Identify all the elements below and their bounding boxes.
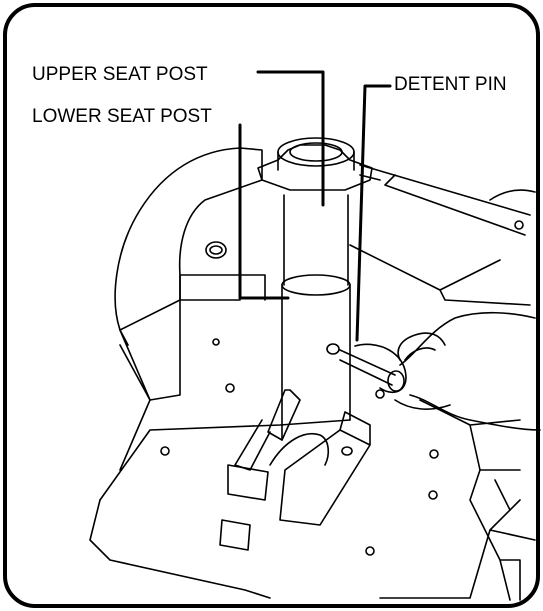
mounting-hole <box>160 446 170 456</box>
leader-detent-pin <box>355 84 392 342</box>
mounting-hole <box>212 338 220 346</box>
upper-seat-post <box>283 194 349 286</box>
latch-base-block <box>279 411 371 526</box>
detent-pin <box>339 349 396 386</box>
latch-small-block <box>219 519 251 551</box>
mounting-hole <box>514 220 524 230</box>
gloved-hand <box>394 311 541 431</box>
diagram-frame <box>3 3 540 608</box>
latch-assembly <box>267 389 301 441</box>
seat-post-flange <box>257 144 373 191</box>
lower-seat-post-top <box>281 274 351 296</box>
latch-wire <box>269 433 330 466</box>
seat-base-right-lip <box>489 189 536 201</box>
seat-base-left-block-front <box>119 344 151 401</box>
seat-base-left-shell <box>114 147 263 331</box>
label-lower-seat-post: LOWER SEAT POST <box>32 106 212 128</box>
mounting-hole <box>429 449 439 459</box>
mounting-hole <box>205 241 227 259</box>
mounting-hole <box>225 383 235 393</box>
label-detent-pin: DETENT PIN <box>394 74 507 96</box>
latch-hole <box>341 446 353 456</box>
detent-pin-hole <box>326 343 340 355</box>
seat-post-cap-rim <box>277 151 355 171</box>
gloved-hand-thumb <box>397 332 446 361</box>
seat-base-platform <box>99 399 351 501</box>
latch-block <box>227 464 269 501</box>
detent-pin-end <box>387 370 405 392</box>
mounting-hole <box>209 245 223 255</box>
right-bracket <box>469 469 521 601</box>
label-upper-seat-post: UPPER SEAT POST <box>32 64 208 86</box>
seat-post-cap-inner <box>289 142 343 162</box>
mounting-hole <box>375 389 385 399</box>
seat-base-front-edge <box>89 499 271 599</box>
seat-base-left-block <box>119 274 266 401</box>
leader-lower-seat-post <box>238 123 290 300</box>
lower-seat-post <box>281 284 351 441</box>
detent-pin-ring <box>354 343 407 394</box>
leader-upper-seat-post <box>256 70 325 207</box>
seat-base-right-top <box>349 244 531 306</box>
mounting-hole <box>365 546 375 556</box>
mounting-hole <box>428 490 438 500</box>
